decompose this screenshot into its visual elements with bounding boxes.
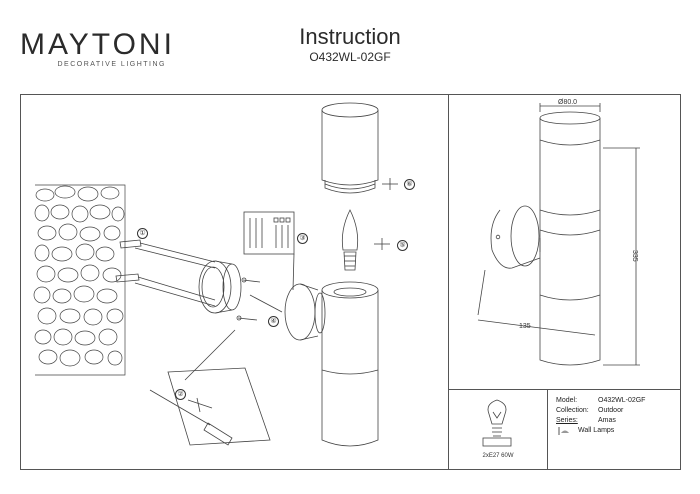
bulb-icon	[482, 399, 512, 447]
header: Instruction O432WL-02GF	[250, 24, 450, 65]
collection-label: Collection:	[556, 407, 589, 414]
side-view-drawing	[477, 103, 640, 366]
horizontal-divider	[448, 389, 681, 390]
brand-logo: MAYTONI DECORATIVE LIGHTING	[20, 28, 175, 69]
step-1-marker: ①	[137, 228, 148, 239]
step-2-marker: ②	[175, 389, 186, 400]
screw-symbols	[374, 178, 398, 250]
lamp-back-cap	[284, 283, 326, 341]
info-divider	[547, 389, 548, 470]
type-value: Wall Lamps	[578, 427, 615, 434]
dimension-diameter: Ø80.0	[558, 99, 578, 106]
bulb-spec: 2xE27 60W	[482, 453, 514, 459]
page-title: Instruction	[299, 24, 401, 49]
product-info: Model: O432WL-02GF Collection: Outdoor S…	[556, 396, 645, 436]
mounting-screws	[236, 277, 261, 321]
info-row-series: Series: Amas	[556, 416, 645, 426]
collection-value: Outdoor	[598, 407, 624, 414]
stone-wall	[33, 184, 126, 376]
mounting-plate	[198, 260, 242, 314]
vertical-divider	[448, 94, 449, 470]
wall-lamp-icon	[558, 427, 569, 435]
model-code: O432WL-02GF	[309, 50, 391, 64]
screwdriver-panel	[149, 329, 271, 446]
series-value: Amas	[598, 417, 616, 424]
dimension-height: 335	[631, 250, 638, 262]
brand-tagline: DECORATIVE LIGHTING	[57, 61, 166, 68]
drawing-frame	[20, 94, 681, 470]
info-row-type: Wall Lamps	[558, 426, 645, 436]
step-4-marker: ④	[268, 316, 279, 327]
step-6-marker: ⑥	[404, 179, 415, 190]
wall-anchors	[115, 239, 216, 307]
light-bulb	[341, 209, 359, 271]
info-row-model: Model: O432WL-02GF	[556, 396, 645, 406]
wiring-diagram	[243, 211, 295, 291]
step-3-marker: ③	[297, 233, 308, 244]
brand-name: MAYTONI	[20, 28, 175, 61]
model-label: Model:	[556, 397, 578, 404]
step-5-marker: ⑤	[397, 240, 408, 251]
series-label: Series:	[556, 417, 578, 424]
dimension-depth: 135	[519, 323, 531, 330]
lamp-body	[321, 102, 379, 447]
model-value: O432WL-02GF	[598, 397, 646, 404]
info-row-collection: Collection: Outdoor	[556, 406, 645, 416]
